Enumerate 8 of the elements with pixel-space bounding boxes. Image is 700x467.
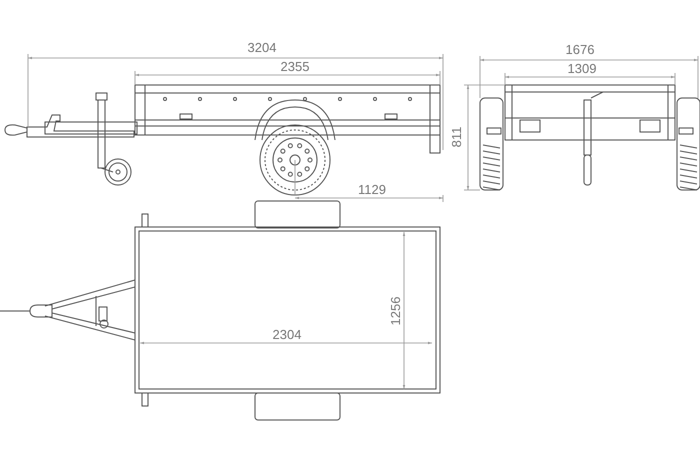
dimension-label: 1309 — [568, 62, 596, 76]
dimension-label: 1676 — [566, 43, 594, 57]
dimension-label: 3204 — [248, 41, 276, 55]
dimension-label: 2304 — [272, 328, 302, 342]
dimension-label: 1129 — [358, 183, 386, 197]
dimension-label: 2355 — [280, 60, 310, 74]
dimension-label: 811 — [450, 126, 464, 148]
dimension-label: 1256 — [389, 296, 403, 326]
